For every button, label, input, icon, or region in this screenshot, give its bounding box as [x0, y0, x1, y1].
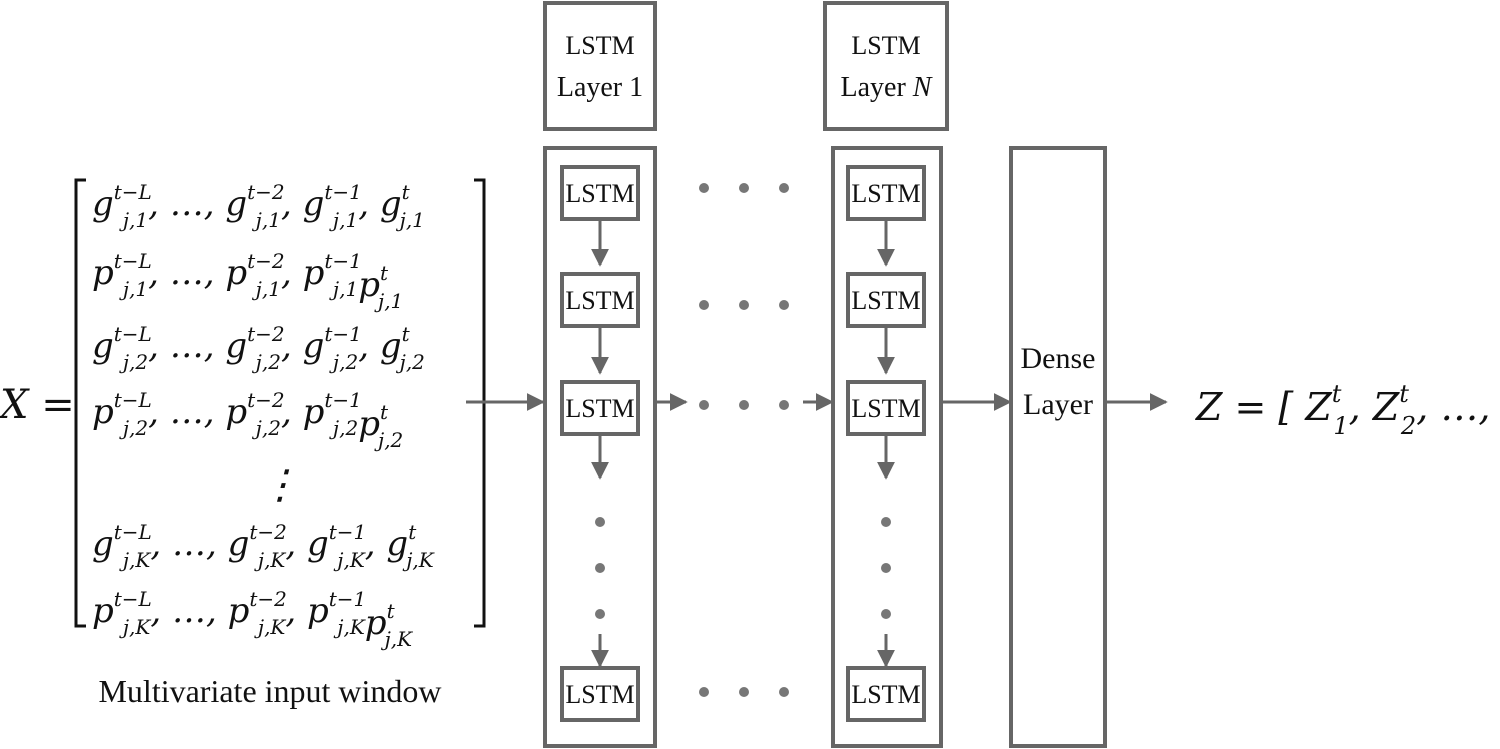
- lstm-cell-label: LSTM: [565, 179, 634, 208]
- lstm-cell-label: LSTM: [851, 286, 920, 315]
- layer-1-title-line1: LSTM: [565, 31, 634, 60]
- lstm-cell-label: LSTM: [851, 680, 920, 709]
- input-caption: Multivariate input window: [98, 673, 441, 709]
- output-term-1-sup: t: [1332, 380, 1342, 408]
- output-term-1-base: Z: [1304, 385, 1332, 429]
- layer-1-title-box: [543, 1, 657, 131]
- dense-layer-box: [1009, 146, 1107, 748]
- lstm-cell: [560, 666, 640, 722]
- lstm-cell: [846, 380, 926, 436]
- output-term-2-sub: 2: [1400, 412, 1416, 440]
- output-equation: Z = [ Zt1, Zt2, …, ZtK]: [1195, 380, 1500, 440]
- lstm-cell-label: LSTM: [851, 179, 920, 208]
- lstm-cells: LSTM LSTM LSTM LSTM LSTM LSTM LSTM LSTM: [560, 165, 926, 722]
- lstm-cell: [846, 666, 926, 722]
- layer-n-title-line2: Layer N: [841, 72, 933, 103]
- layer-n-title-box: [823, 1, 949, 131]
- output-term-2-sup: t: [1399, 380, 1409, 408]
- svg-text:Z = [ Zt1, Zt2,: Z = [ Zt1, Zt2, …, ZtK]: [1195, 380, 1500, 440]
- in-layer-dots: [595, 517, 891, 619]
- layer-n-title-line1: LSTM: [851, 31, 920, 60]
- input-lhs: X =: [0, 382, 75, 428]
- matrix-left-bracket: [74, 178, 86, 628]
- lstm-cell-label: LSTM: [565, 394, 634, 423]
- layer-1-container: [543, 146, 657, 748]
- matrix-vdots: ⋮: [260, 462, 300, 508]
- lstm-cell: [846, 165, 926, 221]
- layer-n-container: [831, 146, 943, 748]
- lstm-cell-label: LSTM: [565, 286, 634, 315]
- dense-layer-line2: Layer: [1023, 388, 1093, 421]
- layer-1-title-line2: Layer 1: [557, 72, 643, 103]
- output-term-2-base: Z: [1372, 385, 1400, 429]
- lstm-cell-label: LSTM: [565, 680, 634, 709]
- output-lhs: Z = [: [1195, 385, 1294, 429]
- lstm-cell: [560, 272, 640, 328]
- output-term-1-sub: 1: [1333, 412, 1348, 440]
- lstm-cell: [846, 272, 926, 328]
- dense-layer-line1: Dense: [1021, 342, 1096, 375]
- lstm-cell-label: LSTM: [851, 394, 920, 423]
- output-ellipsis: …: [1440, 385, 1478, 429]
- between-layer-dots: [699, 183, 789, 697]
- lstm-cell: [560, 380, 640, 436]
- lstm-cell: [560, 165, 640, 221]
